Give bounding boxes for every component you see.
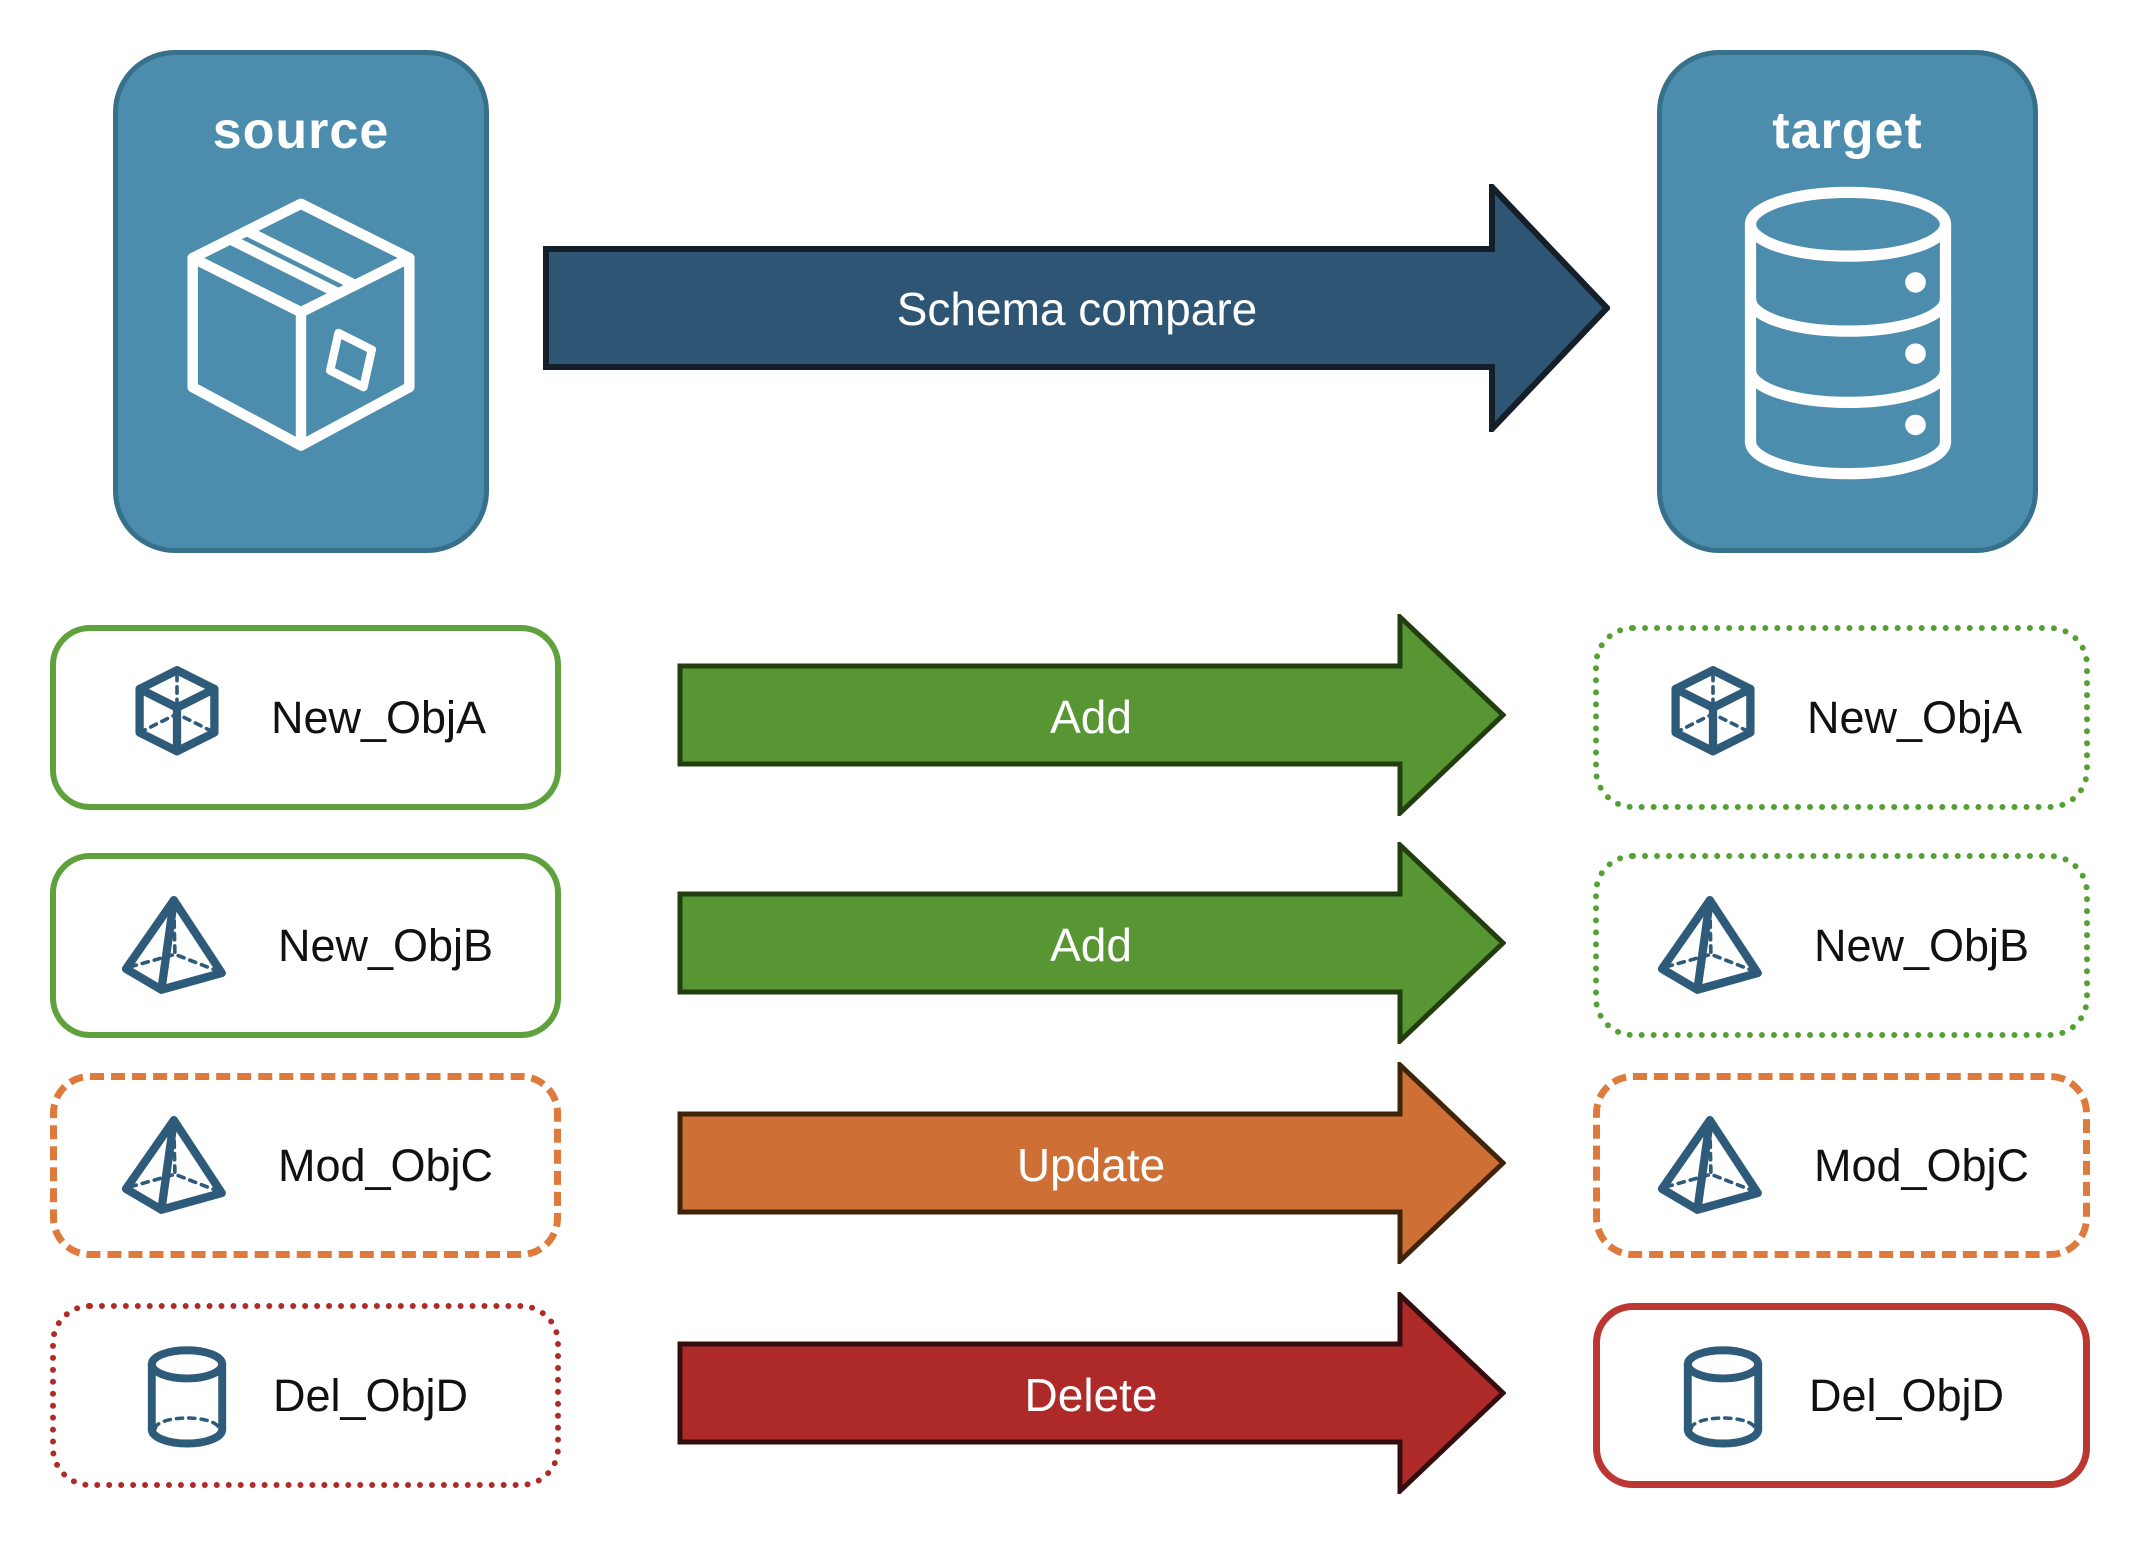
update-arrow-row3	[677, 1062, 1506, 1264]
delete-label-row4: Delete	[1024, 1369, 1158, 1421]
object-label: New_ObjA	[270, 691, 487, 743]
delete-arrow-row4	[677, 1292, 1506, 1494]
pyramid-icon	[1654, 1114, 1772, 1218]
source-object-del-objd: Del_ObjD	[50, 1303, 561, 1488]
target-panel: target	[1657, 50, 2038, 553]
target-panel-title: target	[1772, 102, 1923, 160]
target-object-new-objb: New_ObjB	[1593, 853, 2090, 1038]
object-label: New_ObjB	[1813, 919, 2030, 971]
add-label-row2: Add	[1050, 919, 1132, 971]
object-label: Mod_ObjC	[1813, 1139, 2030, 1191]
object-label: Del_ObjD	[272, 1369, 469, 1421]
cylinder-icon	[1679, 1343, 1767, 1449]
cube-icon	[1661, 664, 1765, 772]
database-icon	[1734, 183, 1962, 483]
target-object-mod-objc: Mod_ObjC	[1593, 1073, 2090, 1258]
source-panel: source	[113, 50, 489, 553]
schema-compare-label: Schema compare	[896, 283, 1258, 335]
pyramid-icon	[118, 894, 236, 998]
schema-compare-arrow	[543, 184, 1610, 432]
source-panel-title: source	[212, 102, 390, 160]
pyramid-icon	[1654, 894, 1772, 998]
object-label: New_ObjB	[277, 919, 494, 971]
cube-icon	[125, 664, 229, 772]
source-object-new-objb: New_ObjB	[50, 853, 561, 1038]
object-label: Del_ObjD	[1808, 1369, 2005, 1421]
object-label: New_ObjA	[1806, 691, 2023, 743]
package-box-icon	[176, 183, 426, 483]
source-object-mod-objc: Mod_ObjC	[50, 1073, 561, 1258]
target-object-del-objd: Del_ObjD	[1593, 1303, 2090, 1488]
update-label-row3: Update	[1016, 1139, 1166, 1191]
source-object-new-obja: New_ObjA	[50, 625, 561, 810]
target-object-new-obja: New_ObjA	[1593, 625, 2090, 810]
add-arrow-row1	[677, 614, 1506, 816]
pyramid-icon	[118, 1114, 236, 1218]
cylinder-icon	[143, 1343, 231, 1449]
add-label-row1: Add	[1050, 691, 1132, 743]
add-arrow-row2	[677, 842, 1506, 1044]
object-label: Mod_ObjC	[277, 1139, 494, 1191]
